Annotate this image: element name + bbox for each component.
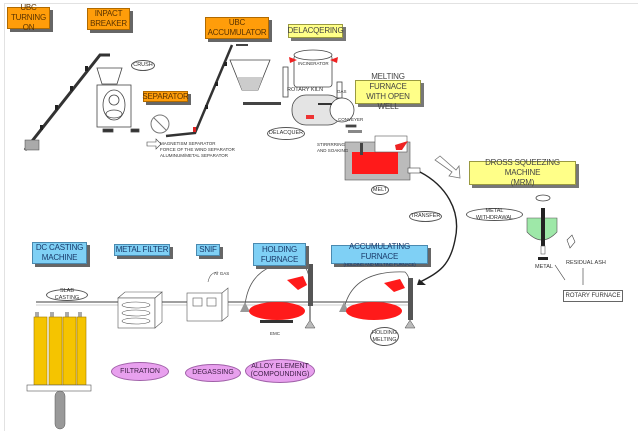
melting-furnace-drawing bbox=[344, 130, 421, 181]
metal-filter-drawing bbox=[117, 291, 163, 329]
text-metal: METAL bbox=[535, 264, 553, 270]
process-alloy-element: ALLOY ELEMENT (COMPOUNDING) bbox=[245, 359, 315, 383]
separator-notes: MAGNETISM SEPARATOR FORCE OF THE WIND SE… bbox=[160, 141, 235, 158]
oval-slab-casting: SLAB CASTING bbox=[46, 288, 88, 301]
label-snif: SNIF bbox=[196, 244, 220, 256]
text-incinerator: INCINERATOR bbox=[298, 61, 329, 66]
label-dc-casting-machine: DC CASTING MACHINE bbox=[32, 242, 87, 264]
accumulating-furnace-subtitle: (HOLDING AND MELTING FURNACE) bbox=[343, 261, 416, 267]
text-residual-ash: RESIDUAL ASH bbox=[566, 260, 606, 266]
label-dross-squeezing-machine: DROSS SQUEEZING MACHINE (MRM) bbox=[469, 158, 576, 187]
text-rotary-kiln: ROTARY KILN bbox=[287, 87, 324, 93]
process-filtration: FILTRATION bbox=[111, 362, 169, 381]
accumulator-hopper bbox=[229, 44, 281, 105]
text-emc: EMC bbox=[270, 331, 280, 336]
accumulating-furnace-drawing bbox=[339, 271, 416, 329]
label-accumulating-furnace: ACCUMULATING FURNACE (HOLDING AND MELTIN… bbox=[331, 241, 428, 267]
oval-crush: CRUSH bbox=[131, 60, 155, 71]
dc-casting-drawing bbox=[26, 312, 92, 430]
label-melting-furnace: MELTING FURNACE WITH OPEN WELL bbox=[355, 72, 421, 111]
label-metal-filter: METAL FILTER bbox=[114, 244, 170, 256]
conveyor-1 bbox=[23, 53, 110, 151]
holding-furnace-drawing bbox=[240, 261, 316, 329]
label-holding-furnace: HOLDING FURNACE bbox=[253, 243, 306, 266]
process-degassing: DEGASSING bbox=[185, 364, 241, 382]
text-conveyer: CONVEYER bbox=[338, 117, 364, 122]
label-separator: SEPARATOR bbox=[142, 91, 189, 102]
label-impact-breaker: INPACT BREAKER bbox=[87, 8, 130, 30]
oval-transfer: TRANSFER bbox=[409, 211, 442, 222]
hollow-arrow-icon bbox=[434, 155, 461, 179]
rotary-kiln-drawing bbox=[282, 49, 357, 128]
transfer-arrow bbox=[419, 171, 458, 283]
label-ubc-turning-on: UBC TURNING ON bbox=[7, 3, 50, 32]
label-delacqering: DELACQERING bbox=[287, 24, 344, 38]
snif-drawing bbox=[186, 271, 229, 322]
text-gas: GAS bbox=[337, 89, 347, 94]
text-ar-gas: Ar GAS bbox=[214, 271, 230, 276]
accumulating-furnace-title: ACCUMULATING FURNACE bbox=[348, 241, 410, 261]
impact-breaker-drawing bbox=[96, 67, 140, 133]
conveyor-2 bbox=[165, 44, 234, 138]
oval-melt: MELT bbox=[371, 185, 389, 195]
oval-delacquer: DELACQUER bbox=[267, 127, 305, 140]
text-stirring-soaking: STIRRRRING AND SOAKING bbox=[317, 142, 349, 153]
box-rotary-furnace: ROTARY FURNACE bbox=[563, 290, 623, 302]
oval-holding-melting: HOLDING MELTING bbox=[370, 327, 399, 346]
oval-metal-withdrawal: METAL WITHDRAWAL bbox=[466, 208, 523, 221]
diagram-frame bbox=[4, 3, 638, 431]
label-ubc-accumulator: UBC ACCUMULATOR bbox=[205, 17, 269, 39]
dross-machine-drawing bbox=[526, 194, 584, 285]
separator-drawing bbox=[146, 114, 170, 150]
